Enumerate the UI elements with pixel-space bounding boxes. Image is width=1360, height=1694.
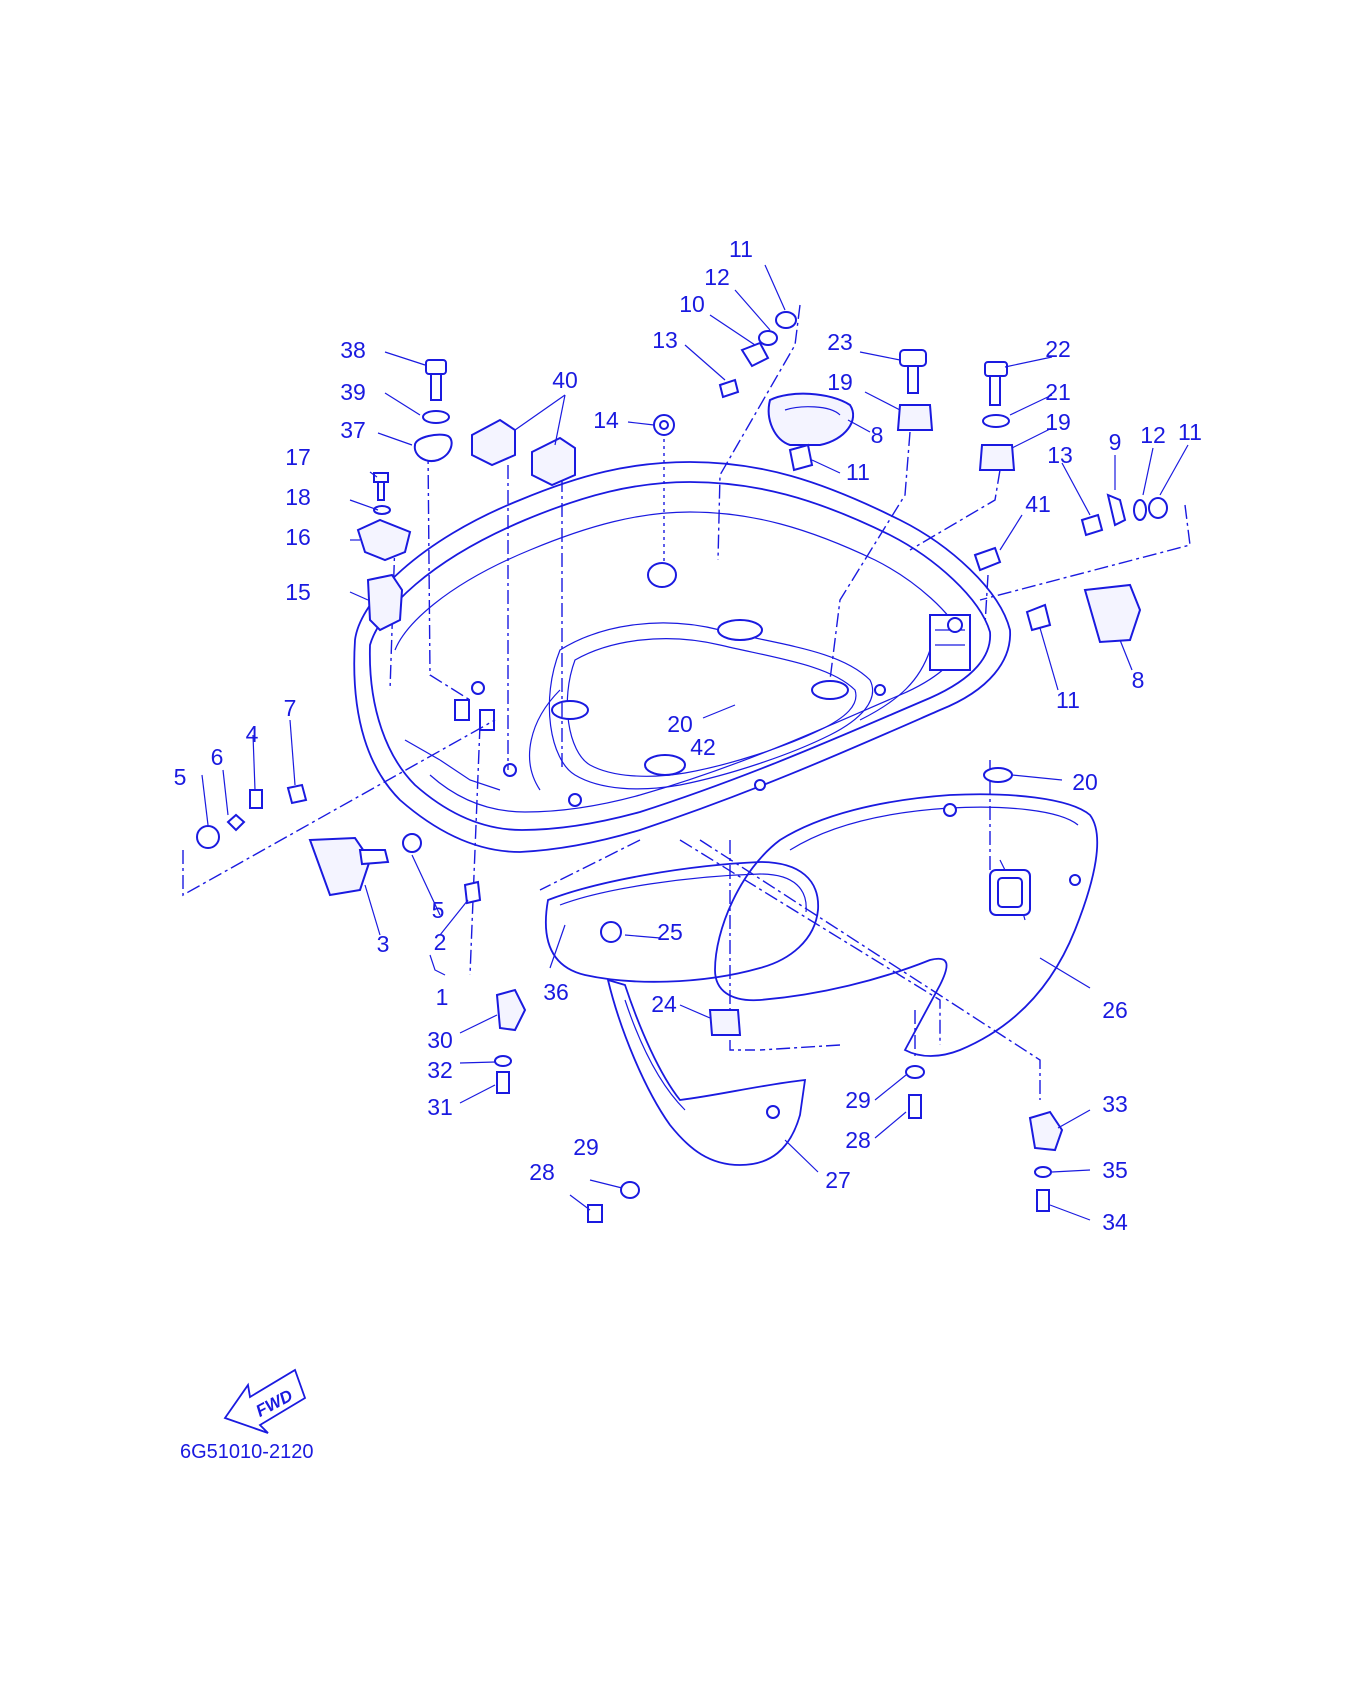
callout-1: 1 — [436, 984, 449, 1010]
callout-37: 37 — [340, 417, 366, 443]
callout-5: 5 — [432, 897, 445, 923]
part-code: 6G51010-2120 — [180, 1441, 313, 1463]
apron-front — [714, 793, 1099, 1057]
callout-3: 3 — [377, 931, 390, 957]
callout-28: 28 — [845, 1127, 871, 1153]
bottom-cowling — [353, 461, 1011, 853]
callout-16: 16 — [285, 524, 311, 550]
callout-25: 25 — [657, 919, 683, 945]
callout-numbers: 11 12 10 13 38 40 39 14 37 23 19 8 11 22… — [174, 236, 1202, 1235]
callout-6: 6 — [211, 744, 224, 770]
side-cover-lower — [606, 978, 807, 1166]
callout-12: 12 — [704, 264, 730, 290]
callout-32: 32 — [427, 1057, 453, 1083]
callout-4: 4 — [246, 721, 259, 747]
callout-8: 8 — [871, 422, 884, 448]
fwd-arrow-icon: FWD — [223, 1368, 307, 1434]
callout-39: 39 — [340, 379, 366, 405]
callout-35: 35 — [1102, 1157, 1128, 1183]
callout-26: 26 — [1102, 997, 1128, 1023]
callout-5: 5 — [174, 764, 187, 790]
callout-28: 28 — [529, 1159, 555, 1185]
callout-38: 38 — [340, 337, 366, 363]
small-parts — [196, 311, 1168, 1223]
callout-11: 11 — [846, 459, 870, 485]
callout-15: 15 — [285, 579, 311, 605]
callout-36: 36 — [543, 979, 569, 1005]
callout-2: 2 — [434, 929, 447, 955]
callout-20: 20 — [667, 711, 693, 737]
callout-21: 21 — [1045, 379, 1071, 405]
callout-27: 27 — [825, 1167, 851, 1193]
callout-9: 9 — [1109, 429, 1122, 455]
callout-17: 17 — [285, 444, 311, 470]
callout-11: 11 — [729, 236, 753, 262]
callout-8: 8 — [1132, 667, 1145, 693]
callout-29: 29 — [573, 1134, 599, 1160]
callout-12: 12 — [1140, 422, 1166, 448]
callout-14: 14 — [593, 407, 619, 433]
callout-42: 42 — [690, 734, 716, 760]
callout-22: 22 — [1045, 336, 1071, 362]
callout-20: 20 — [1072, 769, 1098, 795]
callout-11: 11 — [1178, 419, 1202, 445]
callout-24: 24 — [651, 991, 677, 1017]
callout-11: 11 — [1056, 687, 1080, 713]
callout-29: 29 — [845, 1087, 871, 1113]
leader-lines — [201, 264, 1189, 1221]
callout-7: 7 — [284, 695, 297, 721]
callout-18: 18 — [285, 484, 311, 510]
callout-40: 40 — [552, 367, 578, 393]
callout-10: 10 — [679, 291, 705, 317]
callout-13: 13 — [652, 327, 678, 353]
callout-23: 23 — [827, 329, 853, 355]
callout-13: 13 — [1047, 442, 1073, 468]
callout-30: 30 — [427, 1027, 453, 1053]
callout-31: 31 — [427, 1094, 453, 1120]
callout-19: 19 — [1045, 409, 1071, 435]
callout-41: 41 — [1025, 491, 1051, 517]
callout-19: 19 — [827, 369, 853, 395]
assembly-guide-lines — [182, 304, 1191, 1100]
callout-34: 34 — [1102, 1209, 1128, 1235]
callout-33: 33 — [1102, 1091, 1128, 1117]
